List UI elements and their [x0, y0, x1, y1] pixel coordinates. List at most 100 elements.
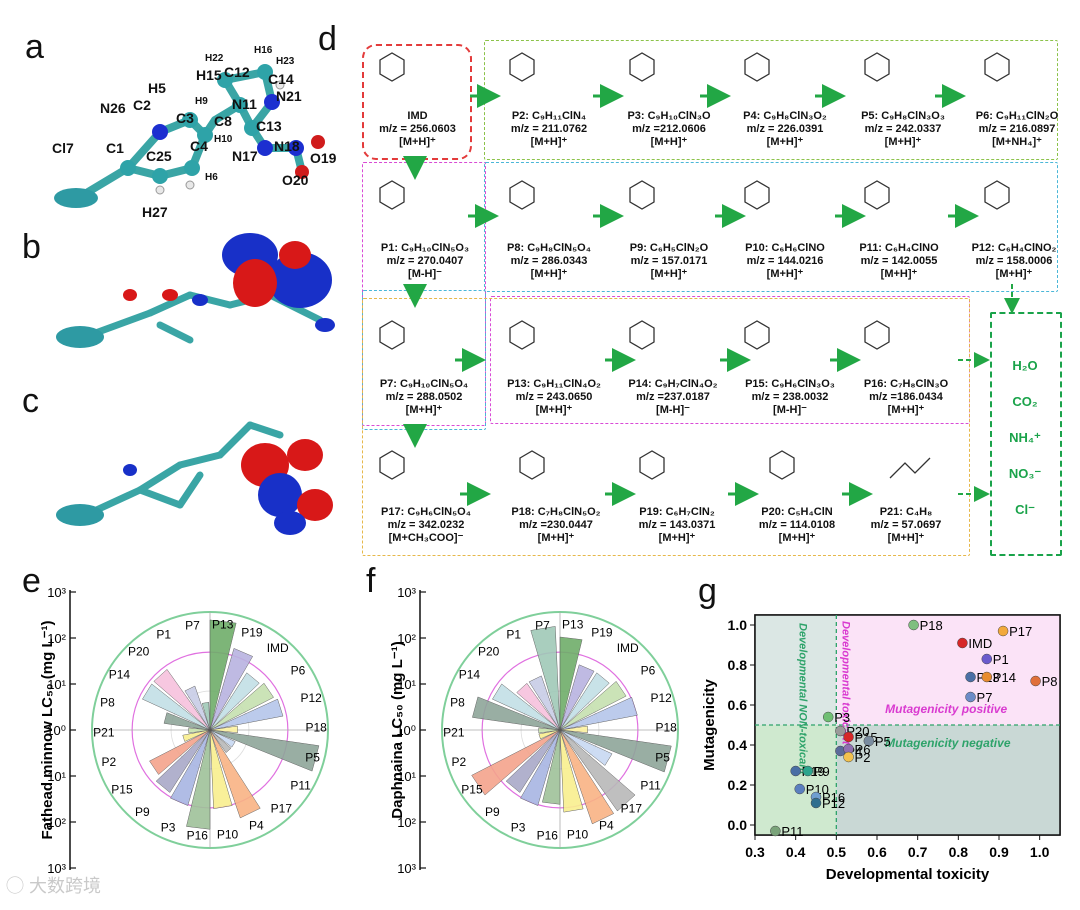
orbital-render-b — [56, 233, 335, 348]
rose-bar-p18 — [559, 725, 588, 733]
rose-bar-p11 — [559, 729, 613, 766]
rose-bar-p2 — [182, 729, 211, 742]
point-label-p16: P16 — [822, 790, 845, 805]
rose-bar-p14 — [492, 683, 561, 731]
point-label-imd: IMD — [968, 636, 992, 651]
atom-label-cl7: Cl7 — [52, 140, 74, 156]
panel-letter-f: f — [366, 562, 376, 600]
rose-label-p7: P7 — [185, 618, 200, 632]
atom-label-o20: O20 — [282, 172, 309, 188]
point-p20 — [835, 725, 846, 737]
rose-bar-p3 — [520, 729, 561, 806]
atom-label-h22: H22 — [205, 53, 224, 64]
rose-label-p4: P4 — [599, 819, 614, 833]
rose-bar-p10 — [209, 729, 233, 809]
rose-label-p11: P11 — [290, 778, 311, 792]
rose-label-p6: P6 — [641, 664, 656, 678]
y-tick-label: 1.0 — [728, 617, 748, 633]
region-nontoxic-negative — [755, 725, 837, 835]
end-product-co2: CO₂ — [1012, 394, 1038, 409]
rose-bar-p17 — [209, 729, 232, 754]
rose-label-p16: P16 — [187, 828, 209, 842]
atom-label-c12: C12 — [224, 64, 250, 80]
atom-label-h27: H27 — [142, 204, 168, 220]
point-label-p14: P14 — [993, 670, 1016, 685]
y-tick-label: 0.2 — [728, 777, 748, 793]
atom-label-n26: N26 — [100, 100, 126, 116]
rose-y-tick-label: 10⁰ — [396, 723, 416, 738]
atom-label-n11: N11 — [232, 96, 257, 112]
rose-bar-p7 — [201, 701, 211, 731]
rose-bar-p14 — [142, 683, 211, 731]
end-products-box — [990, 312, 1062, 556]
point-p19 — [790, 765, 801, 777]
rose-y-tick-label: 10¹ — [397, 769, 416, 784]
point-p18 — [908, 619, 919, 631]
point-label-p10: P10 — [806, 782, 829, 797]
rose-bar-p3 — [170, 729, 211, 806]
rose-bar-p17 — [559, 729, 636, 812]
rose-label-p16: P16 — [537, 828, 559, 842]
rose-bar-p1 — [528, 675, 561, 731]
atom-label-h10: H10 — [214, 134, 233, 145]
rose-label-p8: P8 — [100, 695, 115, 709]
point-p8 — [1030, 675, 1041, 687]
point-label-p9: P9 — [814, 764, 830, 779]
panel-letter-g: g — [698, 572, 717, 610]
atom-label-h6: H6 — [205, 172, 218, 183]
rose-label-p13: P13 — [562, 618, 584, 632]
atom-label-c13: C13 — [256, 118, 282, 134]
x-tick-label: 0.5 — [827, 844, 847, 860]
panel-letter-c: c — [22, 382, 39, 420]
atom-label-n18: N18 — [274, 138, 300, 154]
rose-bar-p9 — [505, 729, 561, 793]
rose-label-p15: P15 — [461, 782, 483, 796]
rose-label-p14: P14 — [109, 668, 131, 682]
point-imd — [957, 637, 968, 649]
rose-label-p11: P11 — [640, 778, 661, 792]
region-label-negative: Mutagenicity negative — [885, 736, 1011, 750]
atom-label-c25: C25 — [146, 148, 172, 164]
panel-letter-e: e — [22, 562, 41, 600]
y-tick-label: 0.0 — [728, 817, 748, 833]
rose-bar-p8 — [163, 712, 211, 731]
rose-label-p19: P19 — [241, 625, 263, 639]
rose-bar-p5 — [559, 729, 672, 773]
panel-letter-d: d — [318, 20, 337, 58]
rose-bar-p11 — [209, 729, 236, 748]
rose-label-p10: P10 — [217, 828, 239, 842]
atom-label-h9: H9 — [195, 96, 208, 107]
atom-label-c4: C4 — [190, 138, 208, 154]
rose-bar-p21 — [188, 727, 211, 734]
panel-letter-a: a — [25, 28, 44, 66]
rose-label-p1: P1 — [156, 627, 171, 641]
rose-bar-p2 — [538, 729, 561, 740]
rose-bar-p5 — [209, 729, 320, 772]
region-label-positive: Mutagenicity positive — [885, 702, 1007, 716]
point-label-p18: P18 — [920, 618, 943, 633]
point-label-p6: P6 — [855, 742, 871, 757]
atom-label-c1: C1 — [106, 140, 124, 156]
rose-label-imd: IMD — [617, 641, 639, 655]
point-p7 — [965, 691, 976, 703]
atom-label-n17: N17 — [232, 148, 258, 164]
point-p14 — [981, 671, 993, 683]
rose-label-p4: P4 — [249, 819, 264, 833]
atom-label-c2: C2 — [133, 97, 151, 113]
rose-bar-p4 — [209, 729, 261, 819]
point-label-p8: P8 — [1042, 674, 1058, 689]
atom-label-n21: N21 — [276, 88, 302, 104]
rose-label-p9: P9 — [135, 805, 150, 819]
rose-y-tick-label: 10³ — [397, 861, 416, 876]
atom-label-h23: H23 — [276, 56, 295, 67]
atom-label-h5: H5 — [148, 80, 166, 96]
